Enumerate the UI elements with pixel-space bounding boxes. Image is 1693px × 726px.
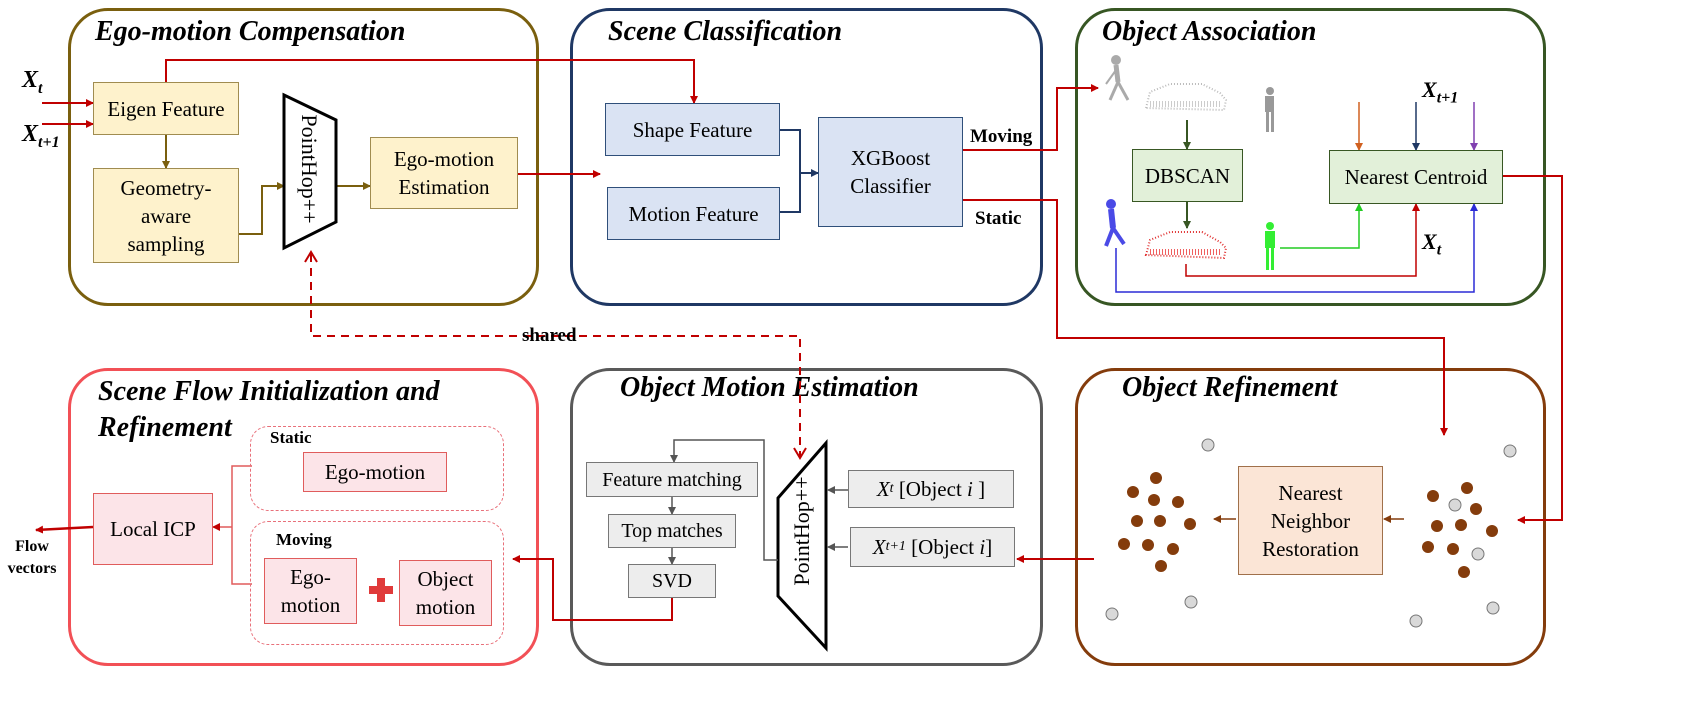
flow-panel-title-line1: Scene Flow Initialization and [98,376,440,407]
red-cluster-line [1185,203,1420,277]
ego-pointhop-trapezoid [282,92,338,251]
moving-ego-motion-box: Ego-motion [264,558,357,624]
green-person-icon [1265,222,1275,270]
motion-pointhop-trapezoid [776,439,828,652]
nearest-centroid-box: Nearest Centroid [1329,150,1503,204]
object-motion-box: Object motion [399,560,492,626]
ego-panel-title: Ego-motion Compensation [95,16,406,47]
blue-pedestrian-icon [1104,199,1126,247]
motion-panel-title: Object Motion Estimation [620,372,919,403]
motion-pointhop-label: PointHop++ [789,476,814,586]
moving-group [250,521,504,645]
static-to-refinement-arrow [963,199,1448,436]
ego-pointhop-label: PointHop++ [297,114,322,224]
local-icp-box: Local ICP [93,493,213,565]
shared-label: shared [522,325,577,346]
top-matches-box: Top matches [608,514,736,548]
refined-points-cluster [1105,472,1198,621]
motion-to-classifier-line [780,173,801,213]
scene-flow-panel [68,368,539,666]
scene-panel-title: Scene Classification [608,16,843,47]
static-label: Static [975,208,1022,229]
shape-to-classifier-arrow [780,129,819,177]
geometry-to-pointhop-arrow [239,182,285,235]
flow-panel-title-line2: Refinement [98,412,232,443]
green-cluster-line [1280,203,1363,249]
pointhop-to-matching-arrow [670,439,778,561]
svd-box: SVD [628,564,716,598]
association-to-refinement-arrow [1503,175,1563,524]
motion-feature-box: Motion Feature [607,187,780,240]
ego-motion-estimation-box: Ego-motion Estimation [370,137,518,209]
svd-to-flow-arrow [512,555,673,621]
shared-arrow-down [793,447,807,460]
moving-group-label: Moving [276,530,332,549]
gray-pedestrian-icon [1105,55,1130,101]
static-ego-motion-box: Ego-motion [303,452,447,492]
moving-label: Moving [970,126,1033,147]
flow-vectors-label: Flow vectors [7,538,57,577]
input-xt-label: Xt [22,67,43,97]
object-motion-estimation-panel [570,368,1043,666]
dbscan-box: DBSCAN [1132,149,1243,202]
input-points-cluster [1201,438,1517,628]
feature-matching-box: Feature matching [586,462,758,497]
shared-dashed-line [310,254,801,456]
xgboost-classifier-box: XGBoost Classifier [818,117,963,227]
plus-icon [369,578,393,602]
input-xt1-label: Xt+1 [22,121,60,151]
assoc-panel-title: Object Association [1102,16,1317,47]
geometry-aware-sampling-box: Geometry-aware sampling [93,168,239,263]
assoc-xt1-label: Xt+1 [1422,77,1459,107]
nearest-neighbor-restoration-box: Nearest Neighbor Restoration [1238,466,1383,575]
gray-car-pointcloud-icon [1144,83,1228,112]
gray-person-standing-icon [1265,87,1274,132]
red-car-pointcloud-icon [1144,231,1228,260]
assoc-xt-label: Xt [1422,229,1442,259]
bracket-line [231,465,252,585]
moving-to-association-arrow [963,84,1099,151]
eigen-to-shape-arrow [165,59,698,104]
refine-panel-title: Object Refinement [1122,372,1338,403]
ego-motion-compensation-panel [68,8,539,306]
object-association-panel [1075,8,1546,306]
scene-classification-panel [570,8,1043,306]
blue-cluster-line [1115,203,1478,293]
shared-arrow-up [304,250,318,263]
eigen-feature-box: Eigen Feature [93,82,239,135]
static-group [250,426,504,511]
icp-to-output-arrow [35,525,94,534]
object-refinement-panel [1075,368,1546,666]
static-group-label: Static [270,428,312,447]
shape-feature-box: Shape Feature [605,103,780,156]
